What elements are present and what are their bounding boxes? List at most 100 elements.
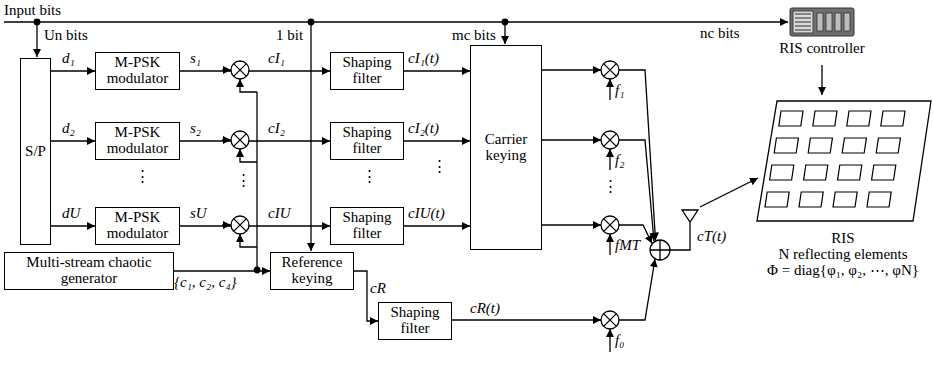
carrier-wire <box>540 224 601 225</box>
sum-wire <box>619 259 655 320</box>
carrier-wire <box>540 69 601 70</box>
transmit-arrow <box>700 178 758 207</box>
drawing-part <box>795 22 811 23</box>
adder <box>650 240 670 260</box>
drawing-part <box>835 13 841 31</box>
signal-label: sU <box>190 205 207 222</box>
drawing-part <box>808 138 832 153</box>
signal-label: ⋮ <box>603 178 618 195</box>
signal-label: ⋮ <box>135 168 150 185</box>
drawing-part <box>842 138 866 153</box>
shaping-filter-box: Shaping filter <box>330 207 404 245</box>
signal-label: cI₂ <box>268 120 285 137</box>
arrow-tip <box>222 224 231 225</box>
signal-label: cR(t) <box>470 300 500 317</box>
drawing-part <box>826 13 832 31</box>
carrier-keying-box: Carrier keying <box>470 45 542 250</box>
node-text: RIS controller <box>779 41 864 57</box>
drawing-part <box>876 138 900 153</box>
drawing-part <box>793 11 813 33</box>
drawing-part <box>774 138 798 153</box>
drawing-part <box>813 111 837 126</box>
modulator-box: M-PSK modulator <box>95 52 180 90</box>
chaotic-generator-box: Multi-stream chaotic generator <box>4 252 174 290</box>
ris-controller: RIS controller <box>772 3 872 65</box>
drawing-part <box>804 165 828 180</box>
multiplier <box>601 131 619 149</box>
signal-label: cR <box>370 280 386 297</box>
node-text: Carrier keying <box>474 132 538 164</box>
node-text: N reflecting elements <box>778 247 907 263</box>
node-text: Shaping filter <box>382 305 448 337</box>
signal-connector <box>180 70 330 71</box>
signal-connector <box>51 140 95 141</box>
drawing-part <box>881 111 905 126</box>
signal-label: f₀ <box>615 332 624 349</box>
signal-label: cIU(t) <box>408 205 445 222</box>
modulator-box: M-PSK modulator <box>95 122 180 160</box>
bit-wire <box>36 22 37 57</box>
bit-wire <box>504 22 505 44</box>
node-text: Reference keying <box>274 255 350 287</box>
node-text: Multi-stream chaotic generator <box>8 255 170 287</box>
signal-label: f₂ <box>615 152 624 169</box>
ris-surface <box>753 97 933 227</box>
node-text: S/P <box>25 144 46 160</box>
drawing-part <box>795 14 811 15</box>
signal-connector <box>180 140 330 141</box>
antenna <box>670 210 698 250</box>
drawing-part <box>867 192 891 207</box>
carrier-wire <box>540 139 601 140</box>
sum-wire <box>619 70 656 241</box>
chaotic-branch <box>240 79 257 92</box>
bit-wire <box>310 22 311 251</box>
signal-label: cI₁ <box>268 50 285 67</box>
signal-label: mc bits <box>452 27 496 44</box>
signal-label: ⋮ <box>236 172 251 189</box>
arrow-tip <box>222 139 231 140</box>
signal-label: cI₂(t) <box>408 120 439 137</box>
carrier-frequency-arrow <box>609 234 610 255</box>
drawing-part <box>838 165 862 180</box>
signal-label: {c₁, c₂, c₄} <box>174 274 237 291</box>
signal-connector <box>404 225 470 226</box>
multiplier <box>601 311 619 329</box>
modulator-box: M-PSK modulator <box>95 207 180 245</box>
signal-label: Input bits <box>4 2 61 19</box>
shaping-filter-box: Shaping filter <box>378 302 452 340</box>
shaping-filter-box: Shaping filter <box>330 52 404 90</box>
drawing-part <box>770 165 794 180</box>
node-text: Shaping filter <box>334 125 400 157</box>
drawing-part <box>872 165 896 180</box>
signal-connector <box>404 140 470 141</box>
junction-dot <box>254 267 260 273</box>
carrier-frequency-arrow <box>609 79 610 100</box>
node-text: M-PSK modulator <box>99 125 176 157</box>
signal-label: cI₁(t) <box>408 50 439 67</box>
reference-keying-box: Reference keying <box>270 252 354 290</box>
chaotic-bus <box>256 92 257 270</box>
multiplier <box>231 216 249 234</box>
carrier-frequency-arrow <box>609 149 610 170</box>
node-text: Shaping filter <box>334 55 400 87</box>
signal-connector <box>404 70 470 71</box>
drawing-part <box>795 30 811 31</box>
ris-panel: RISN reflecting elementsΦ = diag{φ₁, φ₂,… <box>748 95 933 320</box>
drawing-part <box>817 13 823 31</box>
drawing-part <box>765 192 789 207</box>
node-text: RIS <box>831 231 854 247</box>
multiplier <box>601 216 619 234</box>
signal-label: nc bits <box>700 25 740 42</box>
node-text: M-PSK modulator <box>99 55 176 87</box>
chaotic-branch <box>240 149 257 162</box>
drawing-part <box>795 18 811 19</box>
signal-connector <box>821 65 822 95</box>
drawing-part <box>795 26 811 27</box>
carrier-frequency-arrow <box>609 329 610 352</box>
multiplier <box>231 131 249 149</box>
node-text: M-PSK modulator <box>99 210 176 242</box>
drawing-part <box>757 101 931 221</box>
drawing-part <box>847 111 871 126</box>
server-icon <box>789 5 855 39</box>
reference-wire <box>450 319 601 320</box>
